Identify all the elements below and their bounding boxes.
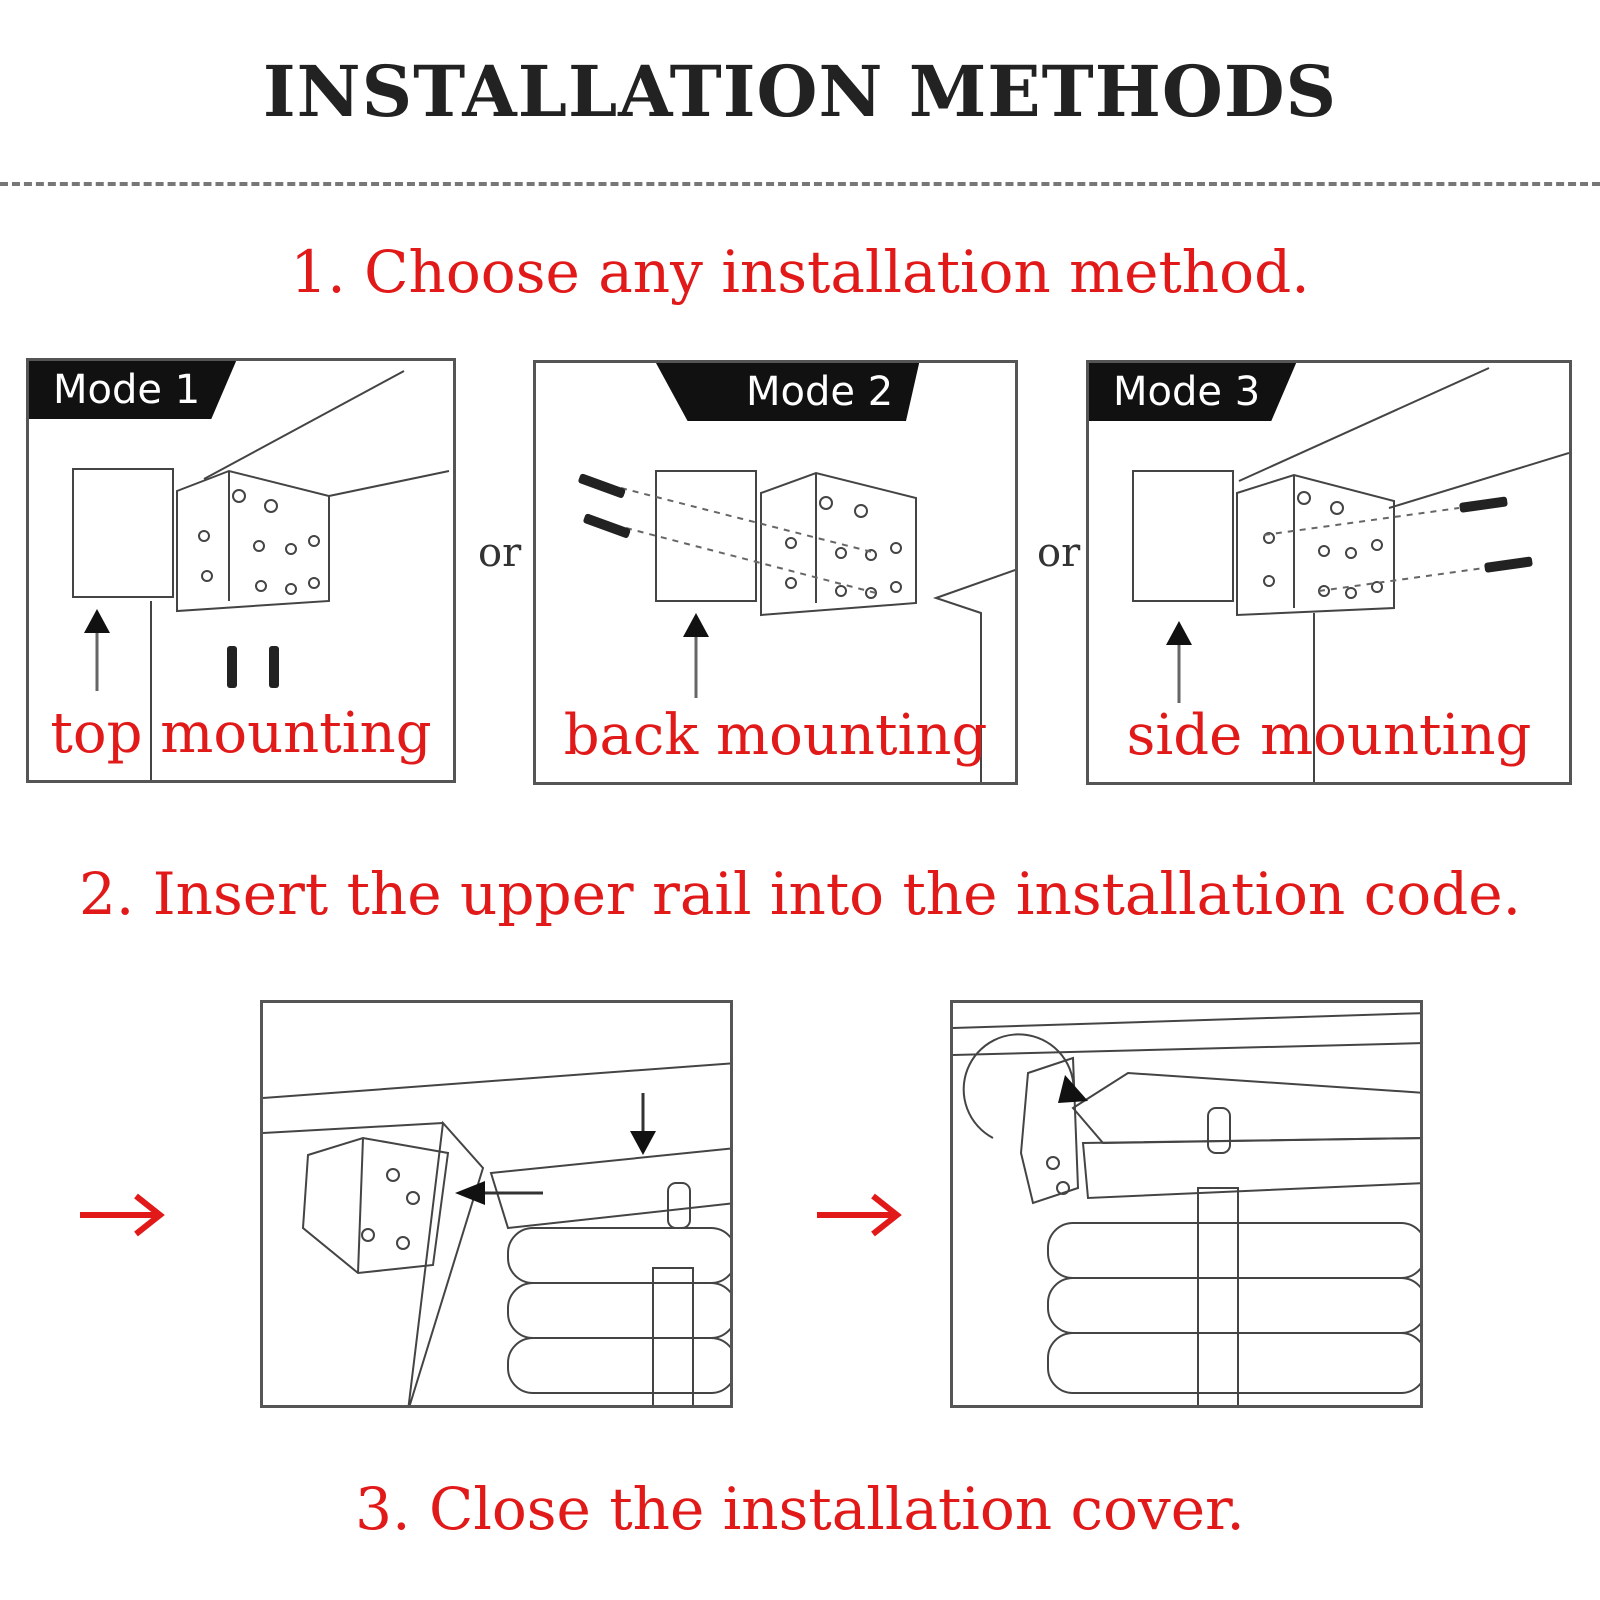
mode-2-illustration <box>578 470 1015 782</box>
insert-rail-panel <box>260 1000 733 1408</box>
mode-2-tag: Mode 2 <box>656 363 920 421</box>
or-separator-2: or <box>1037 530 1081 576</box>
mode-1-label: top mounting <box>50 701 432 766</box>
mode-3-tag: Mode 3 <box>1089 363 1297 421</box>
mode-2-label: back mounting <box>563 703 988 768</box>
dashed-divider <box>0 182 1600 186</box>
mode-1-illustration <box>72 370 450 780</box>
mode-1-tag: Mode 1 <box>29 361 237 419</box>
black-arrow-icon <box>1058 1075 1088 1103</box>
mode-1-panel: Mode 1 top mounting <box>26 358 456 783</box>
insert-rail-illustration <box>263 1062 730 1405</box>
direction-arrow <box>683 613 709 698</box>
red-right-arrow-icon <box>80 1193 165 1237</box>
screw-icon <box>227 646 279 688</box>
direction-arrow <box>84 609 110 691</box>
screw-icon <box>578 473 631 538</box>
page-title: INSTALLATION METHODS <box>262 50 1338 133</box>
black-arrow-icon <box>455 1093 656 1205</box>
or-separator-1: or <box>478 530 522 576</box>
red-right-arrow-icon <box>817 1193 902 1237</box>
step-2-text: 2. Insert the upper rail into the instal… <box>78 860 1522 928</box>
mode-3-illustration <box>1132 367 1569 782</box>
close-cover-illustration <box>953 1012 1420 1405</box>
mode-3-panel: Mode 3 side mounting <box>1086 360 1572 785</box>
direction-arrow <box>1166 621 1192 703</box>
step-1-text: 1. Choose any installation method. <box>290 238 1310 306</box>
screw-icon <box>1459 496 1533 573</box>
mode-3-label: side mounting <box>1126 703 1532 768</box>
step-3-text: 3. Close the installation cover. <box>355 1475 1245 1543</box>
close-cover-panel <box>950 1000 1423 1408</box>
mode-2-panel: Mode 2 back mounting <box>533 360 1018 785</box>
